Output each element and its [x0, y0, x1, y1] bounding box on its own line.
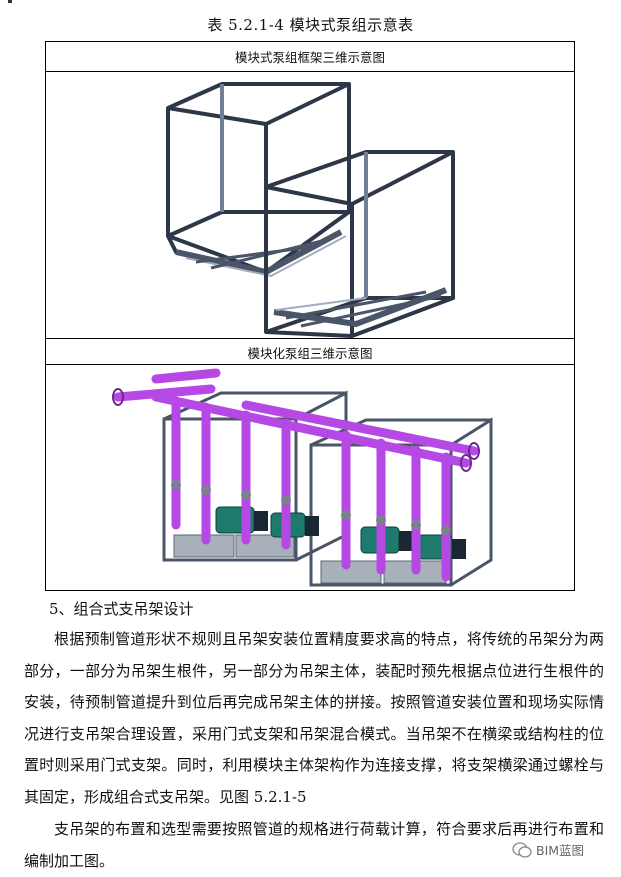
table-caption: 表 5.2.1-4 模块式泵组示意表: [207, 16, 414, 34]
right-frame: [264, 150, 455, 338]
figure-table: 模块式泵组框架三维示意图: [45, 41, 575, 591]
page-corner-mark: [8, 0, 12, 3]
paragraph-2: 支吊架的布置和选型需要按照管道的规格进行荷载计算，符合要求后再进行布置和编制加工…: [24, 820, 604, 870]
watermark: BIM蓝图: [512, 840, 584, 859]
watermark-text: BIM蓝图: [536, 843, 585, 858]
wechat-icon: [512, 841, 532, 858]
row2-title: 模块化泵组三维示意图: [247, 346, 373, 361]
paragraph-1: 根据预制管道形状不规则且吊架安装位置精度要求高的特点，将传统的吊架分为两部分，一…: [24, 630, 604, 806]
pump-module-3d-image: [112, 368, 493, 587]
row1-divider: [46, 71, 574, 72]
left-frame: [166, 82, 351, 277]
section-heading: 5、组合式支吊架设计: [49, 600, 194, 618]
frame-3d-image: [166, 82, 455, 338]
row2-divider: [46, 364, 574, 365]
row2-divider-top: [46, 338, 574, 339]
row1-title: 模块式泵组框架三维示意图: [234, 50, 385, 65]
